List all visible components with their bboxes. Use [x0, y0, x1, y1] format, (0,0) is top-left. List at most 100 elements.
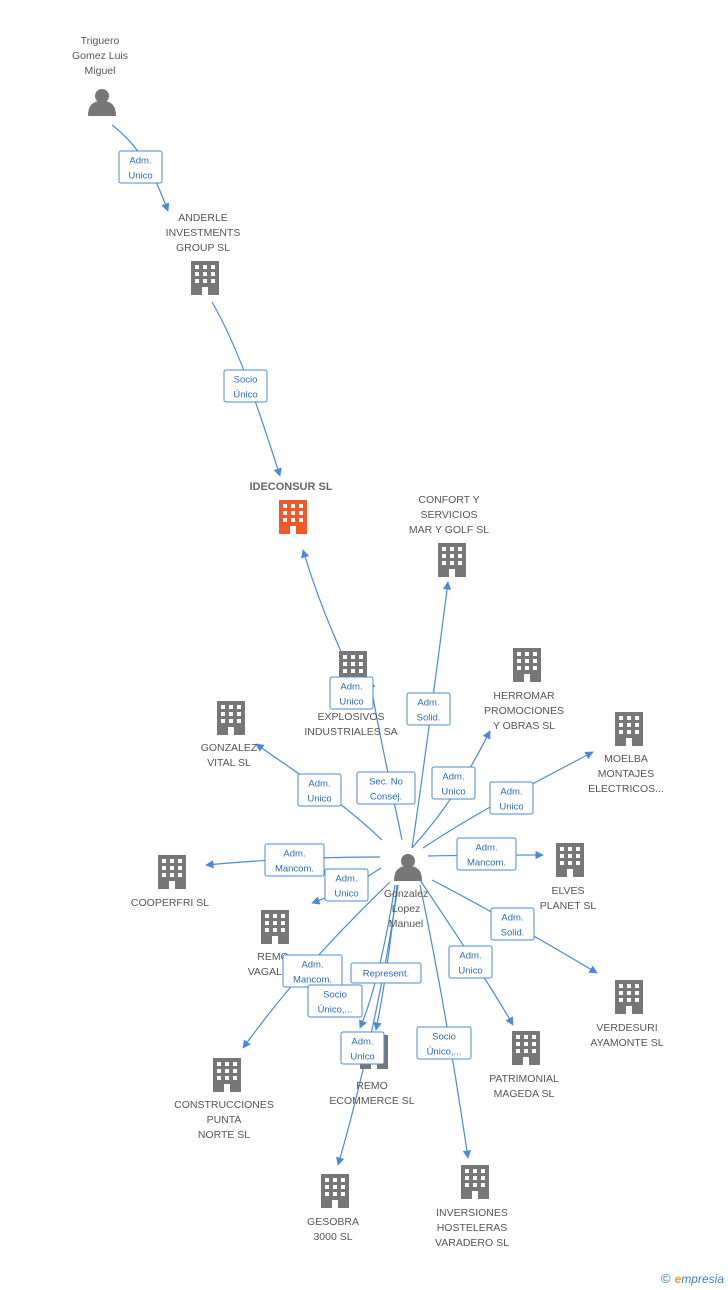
- edge-label-text: Adm.: [501, 913, 523, 924]
- edge-label-text: Adm.: [500, 787, 522, 798]
- node-ideconsur[interactable]: IDECONSUR SL: [249, 481, 333, 534]
- footer-brand[interactable]: ©empresia: [661, 1271, 724, 1286]
- edge-label-box[interactable]: Adm.Unico: [448, 945, 493, 979]
- node-label: Gomez Luis: [72, 50, 128, 62]
- edge-label-text: Adm.: [417, 698, 439, 709]
- node-label: MOELBA: [604, 753, 648, 765]
- node-gesobra[interactable]: GESOBRA 3000 SL: [307, 1174, 359, 1243]
- edge-label-text: Adm.: [475, 843, 497, 854]
- edge-label-text: Adm.: [442, 772, 464, 783]
- edge-label-text: Sec. No: [369, 777, 403, 788]
- node-label: 3000 SL: [313, 1231, 352, 1243]
- node-label: HOSTELERAS: [437, 1222, 508, 1234]
- node-label: GESOBRA: [307, 1216, 359, 1228]
- edge-label-box[interactable]: SocioÚnico,...: [307, 984, 363, 1018]
- edge-label-frame: [324, 868, 369, 902]
- edge-label-text: Represent.: [363, 969, 409, 980]
- edge-label-box[interactable]: Adm. Mancom.: [282, 954, 343, 988]
- edge-label-box[interactable]: Adm. Mancom.: [264, 843, 325, 877]
- building-icon: [158, 855, 186, 889]
- edge-label-frame: [431, 766, 476, 800]
- edge-label-text: Unico: [307, 794, 331, 805]
- edge-label-box[interactable]: Represent.: [350, 962, 422, 984]
- edge-label-text: Único: [233, 390, 257, 401]
- building-icon: [191, 261, 219, 295]
- edge-label-frame: [264, 843, 325, 877]
- edge-label-text: Unico: [350, 1052, 374, 1063]
- edge-label-text: Adm.: [335, 874, 357, 885]
- edge-label-frame: [416, 1026, 472, 1060]
- edge-label-box[interactable]: Adm.Mancom.: [456, 837, 517, 871]
- node-moelba[interactable]: MOELBAMONTAJESELECTRICOS...: [588, 712, 664, 795]
- edge-label-text: Único,...: [318, 1005, 353, 1016]
- edge-label-text: Solid.: [417, 713, 441, 724]
- edge-label-box[interactable]: Adm.Unico: [489, 781, 534, 815]
- node-anderle[interactable]: ANDERLE INVESTMENTS GROUP SL: [166, 212, 241, 295]
- edge-label-box[interactable]: Adm.Unico: [329, 676, 374, 710]
- edge-label-box[interactable]: Adm.Unico: [324, 868, 369, 902]
- edge-label-box[interactable]: Adm. Solid.: [406, 692, 451, 726]
- edge-label-text: Unico: [458, 966, 482, 977]
- node-label: Miguel: [85, 65, 116, 77]
- edge-label-frame: [307, 984, 363, 1018]
- building-icon: [438, 543, 466, 577]
- edge-label-frame: [340, 1031, 385, 1065]
- node-label: INVESTMENTS: [166, 227, 241, 239]
- node-label: INVERSIONES: [436, 1207, 508, 1219]
- node-label: ECOMMERCE SL: [329, 1095, 414, 1107]
- edge-label-box[interactable]: Adm. Unico: [340, 1031, 385, 1065]
- node-label: PUNTA: [207, 1114, 242, 1126]
- edge-arrow: [419, 884, 472, 1159]
- edge-label-frame: [406, 692, 451, 726]
- edge-label-text: Adm.: [308, 779, 330, 790]
- edge-label-text: Unico: [339, 697, 363, 708]
- node-label: Y OBRAS SL: [493, 720, 555, 732]
- edge-label-box[interactable]: Adm. Unico: [297, 773, 342, 807]
- edge-label-box[interactable]: SocioÚnico,...: [416, 1026, 472, 1060]
- building-icon: [556, 843, 584, 877]
- edge-label-text: Adm.: [283, 849, 305, 860]
- node-cooperfri[interactable]: COOPERFRI SL: [131, 855, 209, 909]
- edge-label-text: Adm.: [351, 1037, 373, 1048]
- edge-label-text: Unico: [128, 171, 152, 182]
- edge-label-box[interactable]: Adm.Unico: [431, 766, 476, 800]
- edge-label-frame: [329, 676, 374, 710]
- building-icon: [213, 1058, 241, 1092]
- edge-label-box[interactable]: Adm.Unico: [118, 150, 163, 184]
- node-label: MAR Y GOLF SL: [409, 524, 489, 536]
- edge-label-text: Mancom.: [293, 975, 332, 986]
- edge-label-frame: [223, 369, 268, 403]
- node-label: Lopez: [392, 903, 421, 915]
- node-label: VITAL SL: [207, 757, 251, 769]
- node-label: Manuel: [389, 918, 423, 930]
- edge-label-text: Solid.: [501, 928, 525, 939]
- node-label: ANDERLE: [178, 212, 228, 224]
- copyright-icon: ©: [661, 1271, 671, 1286]
- node-label: COOPERFRI SL: [131, 897, 209, 909]
- node-label: NORTE SL: [198, 1129, 250, 1141]
- node-label: Gonzalez: [384, 888, 428, 900]
- edge-label-frame: [350, 962, 422, 984]
- edge-label-frame: [118, 150, 163, 184]
- edge-label-text: Adm.: [301, 960, 323, 971]
- node-label: GROUP SL: [176, 242, 230, 254]
- edge-label-box[interactable]: Adm. Solid.: [490, 907, 535, 941]
- edge-label-text: Mancom.: [275, 864, 314, 875]
- node-label: HERROMAR: [493, 690, 555, 702]
